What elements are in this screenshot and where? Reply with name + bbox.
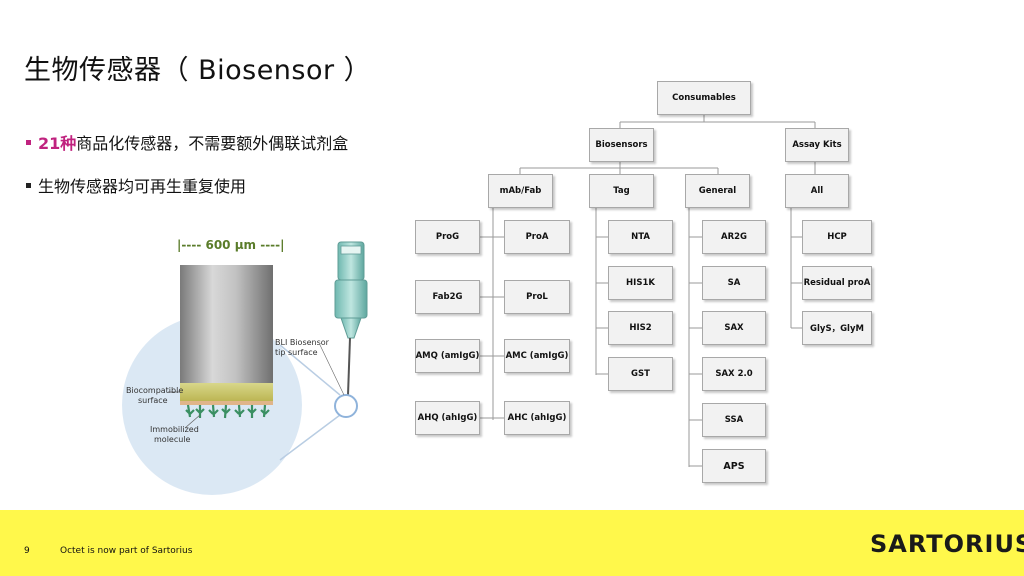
label-pointer-immobilized — [184, 414, 201, 429]
footer-bar: 9 Octet is now part of Sartorius SARTORI… — [0, 510, 1024, 576]
biocompatible-label-line1: Biocompatible — [126, 386, 184, 395]
label-pointer-tip — [319, 344, 345, 396]
bullet-marker — [26, 139, 31, 145]
node-ahc: AHC (ahIgG) — [504, 401, 570, 435]
bullet-1: 21种 商品化传感器，不需要额外偶联试剂盒 — [26, 130, 348, 154]
node-fab2g: Fab2G — [415, 280, 480, 314]
zoom-line-upper — [279, 344, 341, 396]
node-his2: HIS2 — [608, 311, 673, 345]
node-hcp: HCP — [802, 220, 872, 254]
node-residual-proa: Residual proA — [802, 266, 872, 300]
slide-title: 生物传感器（ Biosensor ） — [24, 55, 372, 86]
node-tag: Tag — [589, 174, 654, 208]
immobilized-label-line1: Immobilized — [150, 425, 199, 434]
node-nta: NTA — [608, 220, 673, 254]
base-line — [180, 401, 273, 405]
node-his1k: HIS1K — [608, 266, 673, 300]
node-amq: AMQ (amIgG) — [415, 339, 480, 373]
node-all: All — [785, 174, 849, 208]
sartorius-logo: SARTORIUS — [870, 530, 1024, 558]
node-amc: AMC (amIgG) — [504, 339, 570, 373]
bullet-highlight: 21种 — [38, 134, 77, 153]
node-glys-glym: GlyS，GlyM — [802, 311, 872, 345]
tip-highlight-circle — [334, 394, 358, 418]
bullet-2: 生物传感器均可再生重复使用 — [26, 173, 246, 197]
node-sax-2: SAX 2.0 — [702, 357, 766, 391]
bullet-text: 生物传感器均可再生重复使用 — [38, 177, 247, 196]
node-biosensors: Biosensors — [589, 128, 654, 162]
node-sax: SAX — [702, 311, 766, 345]
immobilized-label-line2: molecule — [154, 435, 191, 444]
bullet-marker — [26, 182, 31, 188]
scale-label: |---- 600 μm ----| — [177, 238, 285, 252]
tip-label: BLI Biosensor tip surface — [275, 338, 329, 358]
node-consumables: Consumables — [657, 81, 751, 115]
zoom-line-lower — [279, 414, 341, 461]
tip-label-line1: BLI Biosensor — [275, 338, 329, 347]
node-general: General — [685, 174, 750, 208]
node-proa: ProA — [504, 220, 570, 254]
node-gst: GST — [608, 357, 673, 391]
node-ssa: SSA — [702, 403, 766, 437]
footer-text: Octet is now part of Sartorius — [60, 546, 193, 556]
biosensor-tip — [334, 241, 368, 396]
node-sa: SA — [702, 266, 766, 300]
immobilized-molecules — [185, 404, 270, 419]
biosensor-illustration — [122, 241, 368, 495]
page-number: 9 — [24, 546, 30, 556]
node-assay-kits: Assay Kits — [785, 128, 849, 162]
node-prol: ProL — [504, 280, 570, 314]
node-ahq: AHQ (ahIgG) — [415, 401, 480, 435]
immobilized-label: Immobilized molecule — [150, 425, 199, 445]
tip-label-line2: tip surface — [275, 348, 318, 357]
node-aps: APS — [702, 449, 766, 483]
node-mab-fab: mAb/Fab — [488, 174, 553, 208]
sensor-cylinder — [180, 265, 273, 383]
biocompatible-label-line2: surface — [138, 396, 168, 405]
bullet-text: 商品化传感器，不需要额外偶联试剂盒 — [76, 134, 349, 153]
biocompatible-layer — [180, 383, 273, 403]
node-prog: ProG — [415, 220, 480, 254]
biocompatible-label: Biocompatible surface — [126, 386, 183, 406]
node-ar2g: AR2G — [702, 220, 766, 254]
